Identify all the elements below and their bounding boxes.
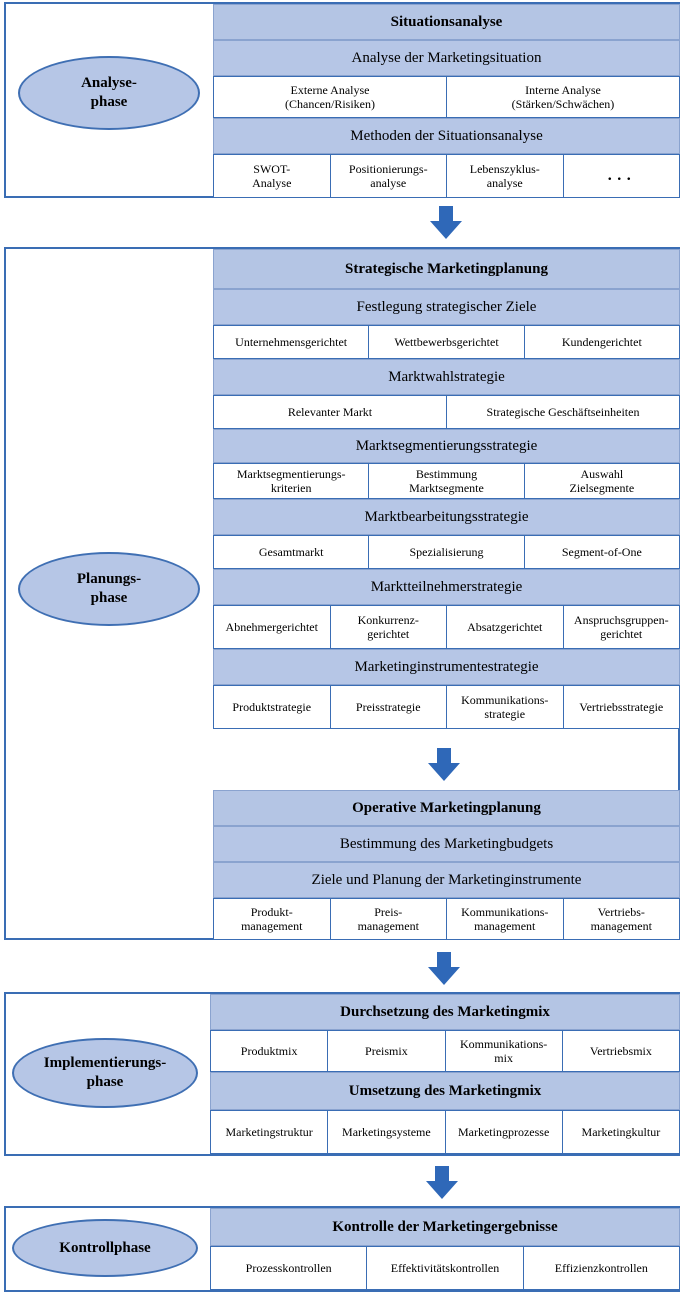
strategische-planung-title: Strategische Marketingplanung	[213, 249, 680, 289]
vertriebsstrategie-cell: Vertriebsstrategie	[562, 685, 680, 729]
analyse-row-1: Externe Analyse (Chancen/Risiken) Intern…	[213, 76, 680, 118]
down-arrow-icon	[430, 206, 462, 239]
analyse-row-2: SWOT- Analyse Positionierungs- analyse L…	[213, 154, 680, 198]
relevanter-markt-cell: Relevanter Markt	[213, 395, 447, 429]
ziele-row: Unternehmensgerichtet Wettbewerbsgericht…	[213, 325, 680, 359]
vertriebsmix-cell: Vertriebsmix	[561, 1030, 680, 1072]
umsetzung-row: Marketingstruktur Marketingsysteme Marke…	[210, 1110, 680, 1154]
gesamtmarkt-cell: Gesamtmarkt	[213, 535, 370, 569]
methoden-heading: Methoden der Situationsanalyse	[213, 118, 680, 154]
more-methods-cell: ...	[562, 154, 680, 198]
preisstrategie-cell: Preisstrategie	[329, 685, 447, 729]
interne-analyse-cell: Interne Analyse (Stärken/Schwächen)	[446, 76, 680, 118]
unternehmensgerichtet-cell: Unternehmensgerichtet	[213, 325, 370, 359]
strategische-ziele-heading: Festlegung strategischer Ziele	[213, 289, 680, 325]
produktstrategie-cell: Produktstrategie	[213, 685, 331, 729]
kontrolle-phase-label: Kontrollphase	[12, 1219, 198, 1277]
planung-phase-label: Planungs- phase	[18, 552, 200, 626]
marketingprozesse-cell: Marketingprozesse	[444, 1110, 563, 1154]
down-arrow-icon	[428, 748, 460, 781]
marktwahl-heading: Marktwahlstrategie	[213, 359, 680, 395]
prozesskontrollen-cell: Prozesskontrollen	[210, 1246, 368, 1290]
kontrolle-title: Kontrolle der Marketingergebnisse	[210, 1208, 680, 1246]
swot-cell: SWOT- Analyse	[213, 154, 331, 198]
marketingsituation-heading: Analyse der Marketingsituation	[213, 40, 680, 76]
spezialisierung-cell: Spezialisierung	[368, 535, 525, 569]
marketinginstrumente-heading: Ziele und Planung der Marketinginstrumen…	[213, 862, 680, 898]
externe-analyse-cell: Externe Analyse (Chancen/Risiken)	[213, 76, 447, 118]
implementierung-phase-label: Implementierungs- phase	[12, 1038, 198, 1108]
bearbeitung-row: Gesamtmarkt Spezialisierung Segment-of-O…	[213, 535, 680, 569]
kontrolle-row: Prozesskontrollen Effektivitätskontrolle…	[210, 1246, 680, 1290]
marktwahl-row: Relevanter Markt Strategische Geschäftse…	[213, 395, 680, 429]
anspruchsgruppen-cell: Anspruchsgruppen- gerichtet	[562, 605, 680, 649]
produktmix-cell: Produktmix	[210, 1030, 329, 1072]
analyse-phase-label: Analyse- phase	[18, 56, 200, 130]
marktsegmente-cell: Bestimmung Marktsegmente	[368, 463, 525, 499]
marketingsysteme-cell: Marketingsysteme	[327, 1110, 446, 1154]
segmentierung-row: Marktsegmentierungs- kriterien Bestimmun…	[213, 463, 680, 499]
marketingbudget-heading: Bestimmung des Marketingbudgets	[213, 826, 680, 862]
zielsegmente-cell: Auswahl Zielsegmente	[523, 463, 680, 499]
segmentierung-heading: Marktsegmentierungsstrategie	[213, 429, 680, 463]
effektivitaetskontrollen-cell: Effektivitätskontrollen	[366, 1246, 524, 1290]
bearbeitung-heading: Marktbearbeitungsstrategie	[213, 499, 680, 535]
operative-planung-title: Operative Marketingplanung	[213, 790, 680, 826]
down-arrow-icon	[428, 952, 460, 985]
effizienzkontrollen-cell: Effizienzkontrollen	[522, 1246, 680, 1290]
preismanagement-cell: Preis- management	[329, 898, 447, 940]
situationsanalyse-title: Situationsanalyse	[213, 4, 680, 40]
produktmanagement-cell: Produkt- management	[213, 898, 331, 940]
umsetzung-title: Umsetzung des Marketingmix	[210, 1072, 680, 1110]
kommunikationsmanagement-cell: Kommunikations- management	[446, 898, 564, 940]
durchsetzung-row: Produktmix Preismix Kommunikations- mix …	[210, 1030, 680, 1072]
teilnehmer-heading: Marktteilnehmerstrategie	[213, 569, 680, 605]
absatzgerichtet-cell: Absatzgerichtet	[446, 605, 564, 649]
konkurrenzgerichtet-cell: Konkurrenz- gerichtet	[329, 605, 447, 649]
instrumente-row: Produktstrategie Preisstrategie Kommunik…	[213, 685, 680, 729]
wettbewerbsgerichtet-cell: Wettbewerbsgerichtet	[368, 325, 525, 359]
instrumente-heading: Marketinginstrumentestrategie	[213, 649, 680, 685]
segmentierungskriterien-cell: Marktsegmentierungs- kriterien	[213, 463, 370, 499]
kommunikationsstrategie-cell: Kommunikations- strategie	[446, 685, 564, 729]
segment-of-one-cell: Segment-of-One	[523, 535, 680, 569]
vertriebsmanagement-cell: Vertriebs- management	[562, 898, 680, 940]
kundengerichtet-cell: Kundengerichtet	[523, 325, 680, 359]
down-arrow-icon	[426, 1166, 458, 1199]
teilnehmer-row: Abnehmergerichtet Konkurrenz- gerichtet …	[213, 605, 680, 649]
positionierung-cell: Positionierungs- analyse	[329, 154, 447, 198]
geschaeftseinheiten-cell: Strategische Geschäftseinheiten	[446, 395, 680, 429]
preismix-cell: Preismix	[327, 1030, 446, 1072]
abnehmergerichtet-cell: Abnehmergerichtet	[213, 605, 331, 649]
marketingkultur-cell: Marketingkultur	[561, 1110, 680, 1154]
marketingstruktur-cell: Marketingstruktur	[210, 1110, 329, 1154]
operative-row: Produkt- management Preis- management Ko…	[213, 898, 680, 940]
durchsetzung-title: Durchsetzung des Marketingmix	[210, 994, 680, 1030]
lebenszyklus-cell: Lebenszyklus- analyse	[446, 154, 564, 198]
kommunikationsmix-cell: Kommunikations- mix	[444, 1030, 563, 1072]
